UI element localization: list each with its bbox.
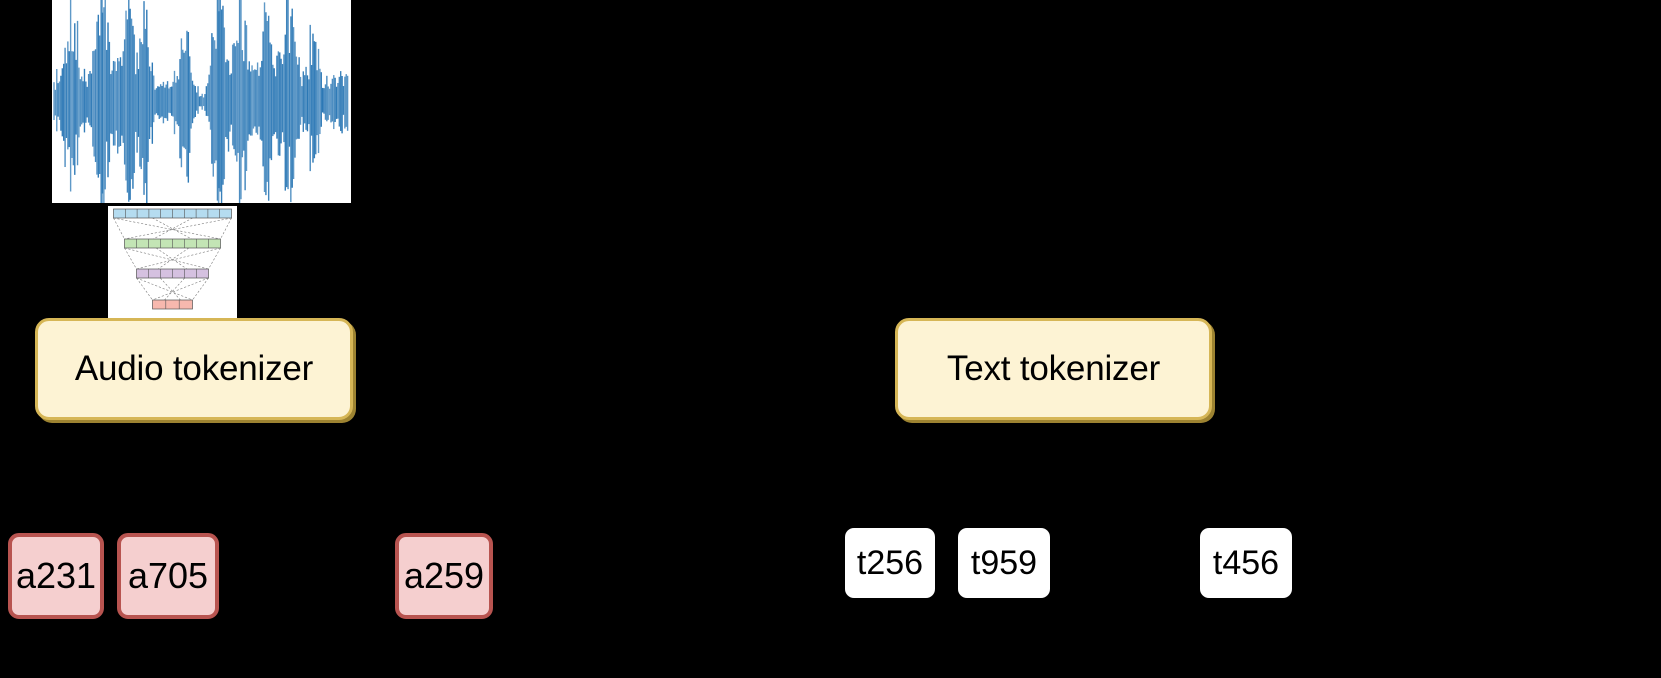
- text-token-label: t959: [970, 543, 1038, 582]
- text-token-t256[interactable]: t256: [845, 528, 935, 598]
- text-token-t456[interactable]: t456: [1200, 528, 1292, 598]
- audio-token-a231[interactable]: a231: [8, 533, 104, 619]
- audio-token-a705[interactable]: a705: [117, 533, 219, 619]
- audio-waveform-icon: [53, 0, 349, 203]
- audio-tokenizer-label: Audio tokenizer: [74, 349, 314, 388]
- audio-token-label: a231: [15, 555, 97, 596]
- encoder-diagram-panel: [108, 206, 237, 318]
- text-token-t959[interactable]: t959: [958, 528, 1050, 598]
- audio-tokenizer-box[interactable]: Audio tokenizer: [35, 318, 353, 420]
- audio-waveform-panel: [52, 0, 351, 203]
- text-token-label: t456: [1212, 543, 1280, 582]
- text-tokenizer-box[interactable]: Text tokenizer: [895, 318, 1212, 420]
- audio-token-a259[interactable]: a259: [395, 533, 493, 619]
- audio-token-label: a705: [127, 555, 209, 596]
- audio-token-label: a259: [403, 555, 485, 596]
- encoder-funnel-icon: [113, 208, 232, 310]
- text-tokenizer-label: Text tokenizer: [946, 349, 1161, 388]
- text-token-label: t256: [856, 543, 924, 582]
